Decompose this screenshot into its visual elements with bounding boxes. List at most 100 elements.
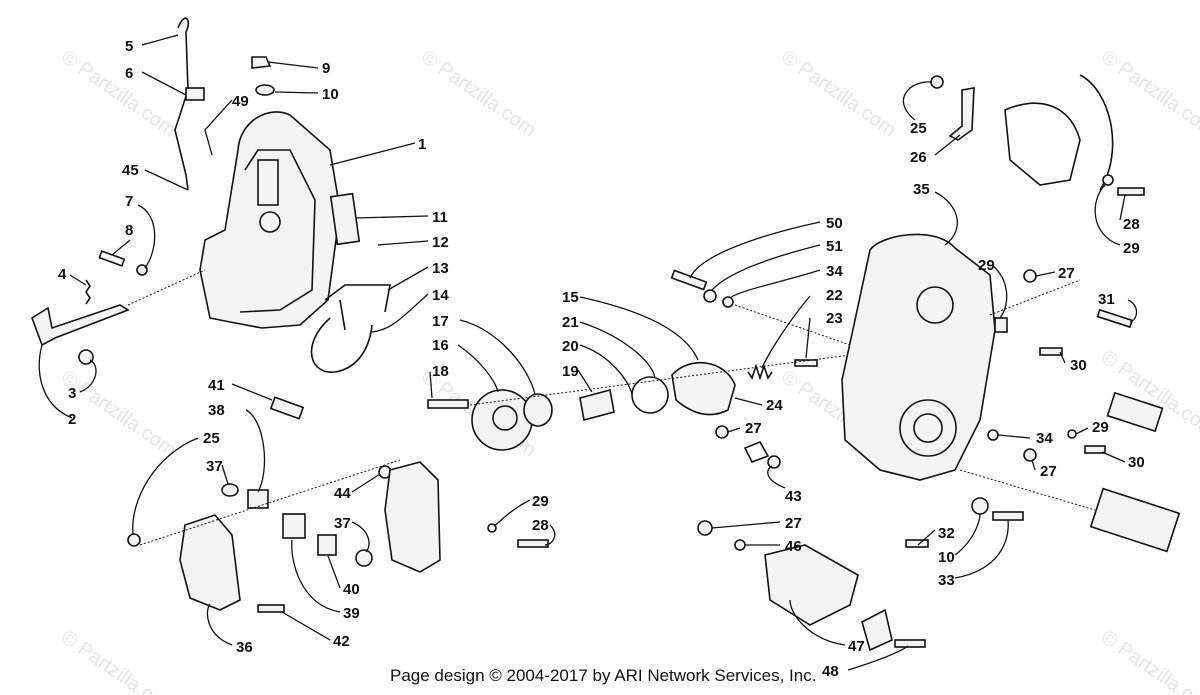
leader-7 — [137, 204, 156, 269]
callout-24: 24 — [766, 397, 783, 414]
leader-30b — [1101, 451, 1126, 463]
callout-51: 51 — [826, 238, 843, 255]
leader-22 — [761, 295, 811, 369]
bolt-32-part — [905, 539, 929, 548]
leader-43 — [767, 465, 786, 489]
bolt-41-part — [269, 396, 305, 420]
seal-part — [523, 393, 553, 427]
leader-26 — [934, 134, 961, 156]
washer-37-part — [221, 483, 239, 497]
callout-40: 40 — [343, 581, 360, 598]
bracket-part — [185, 87, 205, 101]
callout-22: 22 — [826, 287, 843, 304]
leader-27b — [1031, 459, 1036, 471]
callout-28: 28 — [1123, 216, 1140, 233]
dowel-43-part — [743, 440, 770, 464]
callout-4: 4 — [58, 266, 67, 283]
callout-5: 5 — [125, 38, 133, 55]
leader-14 — [371, 293, 429, 333]
callout-48: 48 — [822, 663, 839, 680]
leader-25a — [902, 81, 933, 121]
callout-26: 26 — [910, 149, 927, 166]
leader-12 — [377, 240, 429, 246]
leader-50 — [689, 221, 821, 279]
callout-25: 25 — [910, 120, 927, 137]
leader-23 — [805, 317, 811, 359]
leader-6 — [141, 71, 187, 96]
leader-35 — [934, 191, 958, 246]
disc-part — [471, 389, 533, 451]
leader-33 — [954, 519, 1009, 579]
leader-45 — [144, 169, 189, 191]
callout-39: 39 — [343, 605, 360, 622]
callout-16: 16 — [432, 337, 449, 354]
callout-45: 45 — [122, 162, 139, 179]
bolt-48-part — [894, 639, 926, 648]
callout-25: 25 — [203, 430, 220, 447]
output-axis — [959, 469, 1096, 511]
bolt-30-part — [1039, 347, 1063, 356]
callout-38: 38 — [208, 402, 225, 419]
leader-47 — [789, 599, 846, 646]
callout-2: 2 — [68, 411, 76, 428]
leader-9 — [267, 61, 319, 69]
callout-31: 31 — [1098, 291, 1115, 308]
callout-33: 33 — [938, 572, 955, 589]
handle-bracket-part — [324, 284, 391, 331]
spacer-29-part — [994, 317, 1008, 333]
nut-27d-part — [1023, 448, 1037, 462]
housing-flange-part — [1079, 74, 1114, 191]
gearcase-bore-part — [899, 399, 957, 457]
bolt-31-part — [1096, 308, 1134, 329]
leader-37a — [221, 464, 229, 485]
gearcase-bore-inner-part — [913, 413, 943, 443]
callout-27: 27 — [1058, 265, 1075, 282]
leader-30a — [1059, 351, 1066, 364]
bracket-plate-part — [384, 461, 441, 573]
callout-27: 27 — [785, 515, 802, 532]
callout-50: 50 — [826, 215, 843, 232]
callout-18: 18 — [432, 363, 449, 380]
washer-37b-part — [355, 549, 373, 567]
housing-edge-part — [1004, 102, 1081, 186]
callout-10: 10 — [322, 86, 339, 103]
bolt-33-part — [992, 511, 1024, 521]
leader-8 — [111, 239, 131, 256]
shaft-part — [31, 304, 130, 347]
spring-22-part — [747, 363, 773, 381]
leader-5 — [141, 34, 179, 46]
leader-19 — [577, 369, 593, 393]
leader-24 — [734, 397, 763, 406]
bolt-28r-part — [1117, 187, 1145, 196]
callout-32: 32 — [938, 525, 955, 542]
strap-bracket-part — [948, 87, 975, 141]
callout-29: 29 — [1092, 419, 1109, 436]
bolt-18-part — [427, 399, 469, 409]
callout-34: 34 — [1036, 430, 1053, 447]
leader-27c — [727, 427, 741, 433]
leader-42 — [281, 611, 331, 641]
leader-21 — [579, 321, 656, 379]
cable-loop-part — [310, 317, 373, 373]
leader-28b — [544, 524, 556, 546]
callout-13: 13 — [432, 260, 449, 277]
gearcase-part — [841, 233, 996, 481]
leader-4 — [69, 274, 87, 286]
disc-inner-part — [492, 405, 518, 431]
callout-30: 30 — [1128, 454, 1145, 471]
plate-48-part — [861, 608, 893, 652]
leader-3 — [79, 359, 97, 393]
leader-1 — [329, 142, 416, 166]
top-washer-part — [255, 84, 275, 96]
callout-3: 3 — [68, 385, 76, 402]
lower-axis — [139, 459, 401, 546]
leader-29b — [991, 264, 1008, 319]
watermark: © Partzilla.com — [417, 46, 540, 141]
leader-20 — [579, 344, 633, 395]
callout-14: 14 — [432, 287, 449, 304]
callout-6: 6 — [125, 65, 133, 82]
dipstick-part — [174, 17, 190, 191]
callout-7: 7 — [125, 193, 133, 210]
callout-17: 17 — [432, 313, 449, 330]
